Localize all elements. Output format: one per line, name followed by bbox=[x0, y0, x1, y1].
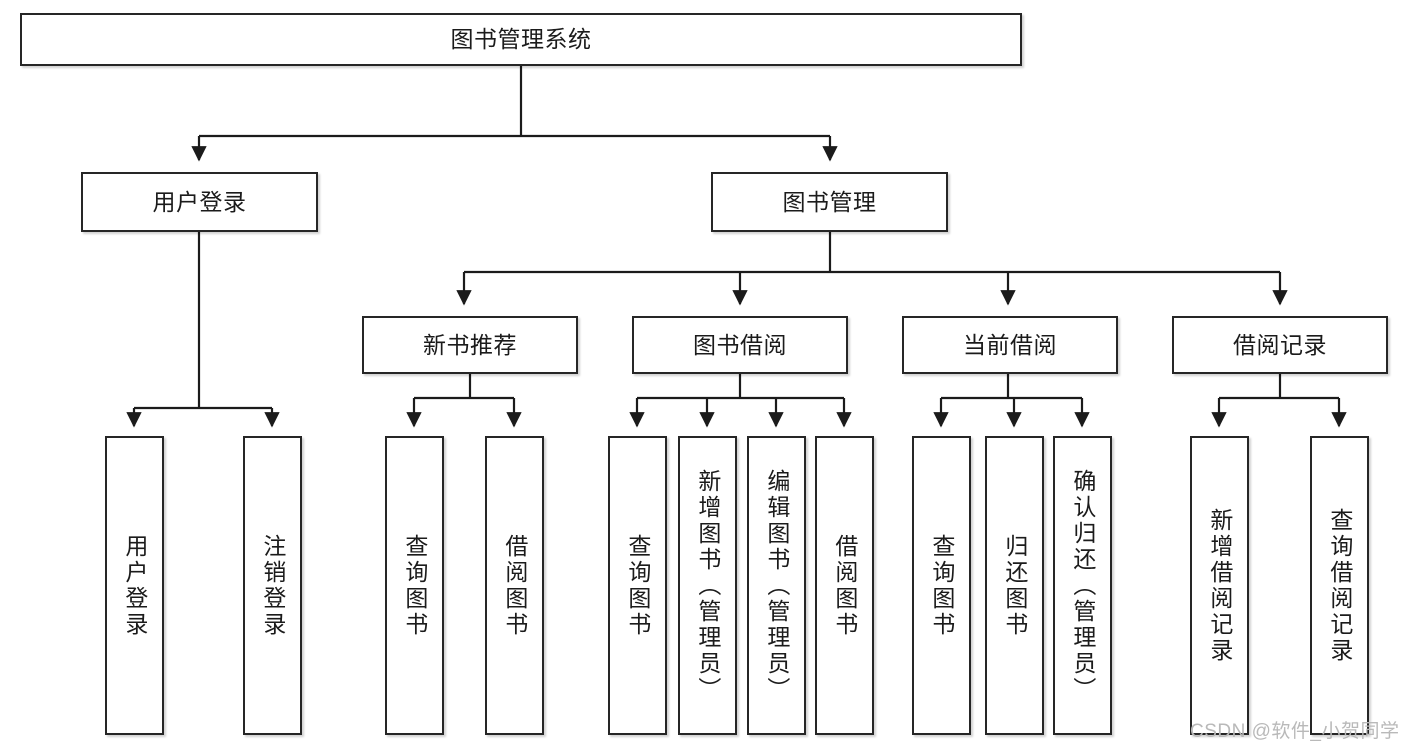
node-leaf-confirm-return[interactable]: 确认归还（管理员） bbox=[1053, 436, 1112, 735]
node-borrow-record[interactable]: 借阅记录 bbox=[1172, 316, 1388, 374]
node-leaf-borrow-book-1-label: 借阅图书 bbox=[501, 533, 528, 638]
node-leaf-query-book-3-label: 查询图书 bbox=[928, 533, 955, 638]
node-leaf-borrow-book-2[interactable]: 借阅图书 bbox=[815, 436, 874, 735]
edge-group-current-borrow bbox=[933, 374, 1090, 428]
node-leaf-query-record[interactable]: 查询借阅记录 bbox=[1310, 436, 1369, 735]
edge-group-new-book-recommend bbox=[406, 374, 522, 428]
node-leaf-add-record-label: 新增借阅记录 bbox=[1206, 507, 1233, 664]
node-current-borrow[interactable]: 当前借阅 bbox=[902, 316, 1118, 374]
node-leaf-user-login-label: 用户登录 bbox=[121, 533, 148, 638]
node-leaf-query-book-2[interactable]: 查询图书 bbox=[608, 436, 667, 735]
csdn-watermark: CSDN @软件_小贺同学 bbox=[1190, 721, 1400, 742]
node-new-book-recommend-label: 新书推荐 bbox=[423, 331, 517, 358]
node-leaf-query-book-1-label: 查询图书 bbox=[401, 533, 428, 638]
node-root-label: 图书管理系统 bbox=[450, 26, 592, 53]
node-borrow-record-label: 借阅记录 bbox=[1233, 331, 1327, 358]
node-leaf-query-book-3[interactable]: 查询图书 bbox=[912, 436, 971, 735]
node-leaf-logout-label: 注销登录 bbox=[259, 533, 286, 638]
node-leaf-add-book[interactable]: 新增图书（管理员） bbox=[678, 436, 737, 735]
node-user-login-label: 用户登录 bbox=[152, 188, 247, 215]
node-leaf-query-record-label: 查询借阅记录 bbox=[1326, 507, 1353, 664]
node-leaf-logout[interactable]: 注销登录 bbox=[243, 436, 302, 735]
node-leaf-return-book-label: 归还图书 bbox=[1001, 533, 1028, 638]
edge-group-user-login bbox=[126, 232, 280, 428]
node-new-book-recommend[interactable]: 新书推荐 bbox=[362, 316, 578, 374]
node-current-borrow-label: 当前借阅 bbox=[963, 331, 1057, 358]
node-book-manage-label: 图书管理 bbox=[782, 188, 877, 215]
edge-group-root bbox=[191, 66, 838, 162]
edge-group-book-manage bbox=[456, 232, 1288, 306]
node-leaf-query-book-1[interactable]: 查询图书 bbox=[385, 436, 444, 735]
node-root[interactable]: 图书管理系统 bbox=[20, 13, 1022, 66]
node-book-manage[interactable]: 图书管理 bbox=[711, 172, 948, 232]
node-leaf-add-book-label: 新增图书（管理员） bbox=[694, 468, 721, 703]
node-leaf-borrow-book-1[interactable]: 借阅图书 bbox=[485, 436, 544, 735]
node-book-borrow-label: 图书借阅 bbox=[693, 331, 787, 358]
node-book-borrow[interactable]: 图书借阅 bbox=[632, 316, 848, 374]
node-leaf-query-book-2-label: 查询图书 bbox=[624, 533, 651, 638]
node-leaf-user-login[interactable]: 用户登录 bbox=[105, 436, 164, 735]
node-leaf-borrow-book-2-label: 借阅图书 bbox=[831, 533, 858, 638]
node-leaf-add-record[interactable]: 新增借阅记录 bbox=[1190, 436, 1249, 735]
edge-group-borrow-record bbox=[1211, 374, 1347, 428]
node-leaf-edit-book[interactable]: 编辑图书（管理员） bbox=[747, 436, 806, 735]
node-leaf-confirm-return-label: 确认归还（管理员） bbox=[1069, 468, 1096, 703]
node-leaf-edit-book-label: 编辑图书（管理员） bbox=[763, 468, 790, 703]
node-user-login[interactable]: 用户登录 bbox=[81, 172, 318, 232]
node-leaf-return-book[interactable]: 归还图书 bbox=[985, 436, 1044, 735]
edge-group-book-borrow bbox=[629, 374, 852, 428]
